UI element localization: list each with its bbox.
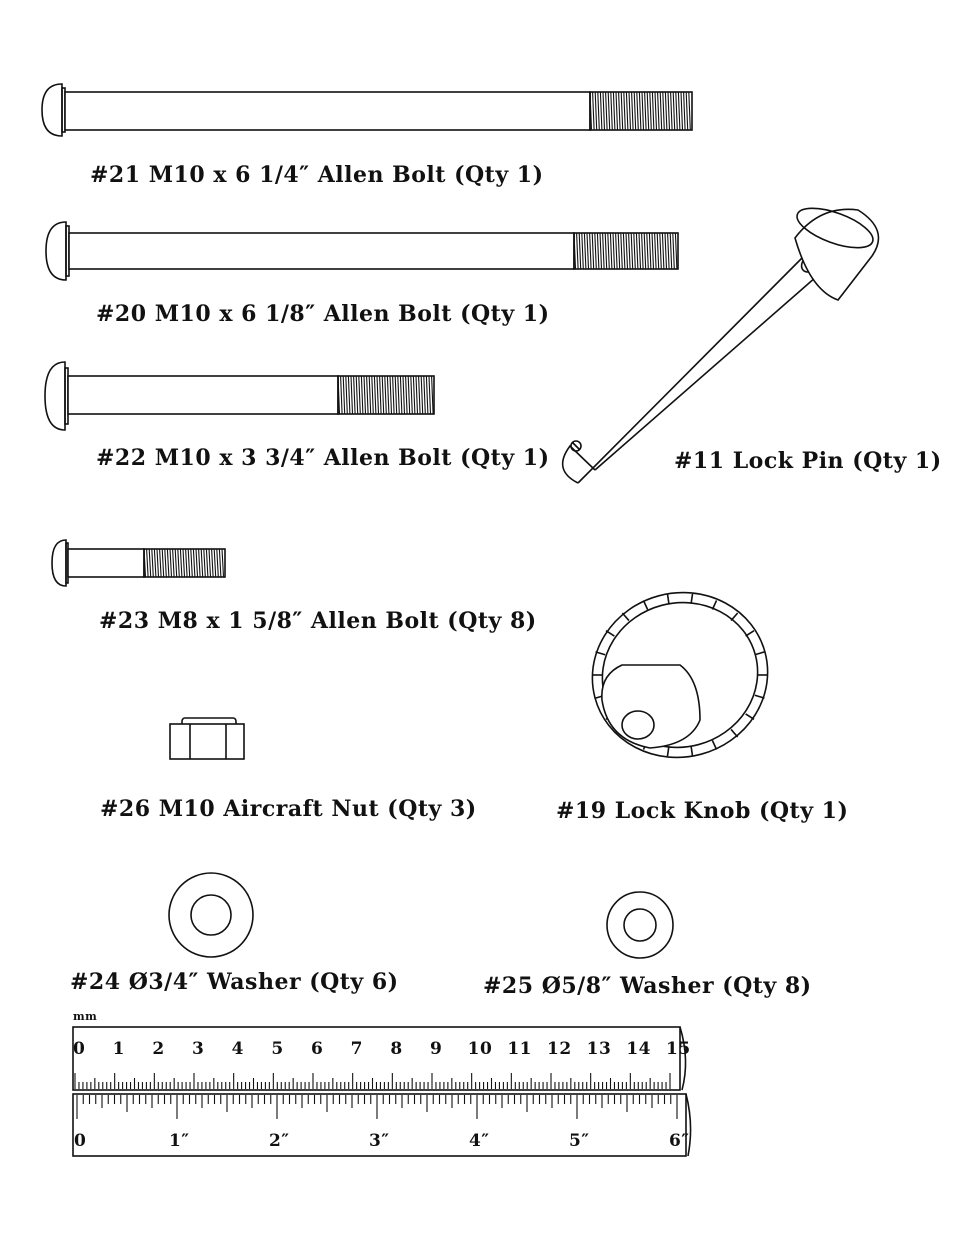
ruler-cm-label: 2 — [152, 1039, 165, 1059]
part-24-label: #24 Ø3/4″ Washer (Qty 6) — [70, 969, 399, 995]
ruler-cm-label: 8 — [390, 1039, 403, 1059]
ruler-cm-label: 1 — [112, 1039, 125, 1059]
washer-24-icon — [168, 872, 254, 958]
ruler — [72, 1026, 692, 1157]
ruler-unit-label: mm — [73, 1010, 98, 1023]
ruler-cm-label: 12 — [547, 1039, 572, 1059]
ruler-cm-label: 14 — [626, 1039, 651, 1059]
lock-knob-icon — [591, 591, 769, 759]
ruler-cm-label: 13 — [586, 1039, 612, 1059]
ruler-cm-label: 9 — [430, 1039, 443, 1059]
bolt-20-icon — [45, 221, 679, 281]
part-21-label: #21 M10 x 6 1/4″ Allen Bolt (Qty 1) — [90, 162, 544, 188]
ruler-cm-label: 6 — [311, 1039, 324, 1059]
part-22-label: #22 M10 x 3 3/4″ Allen Bolt (Qty 1) — [96, 445, 550, 471]
part-26-label: #26 M10 Aircraft Nut (Qty 3) — [100, 796, 477, 822]
washer-25-icon — [606, 891, 674, 959]
ruler-cm-label: 15 — [666, 1039, 691, 1059]
ruler-inch-label: 0 — [74, 1131, 87, 1151]
part-19-label: #19 Lock Knob (Qty 1) — [556, 798, 849, 824]
lock-pin-icon — [561, 207, 880, 484]
ruler-cm-label: 10 — [467, 1039, 493, 1059]
ruler-cm-label: 5 — [271, 1039, 284, 1059]
ruler-inch-label: 3″ — [369, 1131, 390, 1151]
ruler-inch-label: 6″ — [669, 1131, 690, 1151]
ruler-cm-label: 7 — [350, 1039, 363, 1059]
ruler-inch-label: 4″ — [469, 1131, 490, 1151]
bolt-21-icon — [41, 83, 693, 137]
ruler-cm-label: 4 — [231, 1039, 244, 1059]
bolt-23-icon — [51, 539, 226, 587]
part-25-label: #25 Ø5/8″ Washer (Qty 8) — [483, 973, 812, 999]
bolt-22-icon — [44, 361, 435, 431]
ruler-inch-label: 1″ — [169, 1131, 190, 1151]
part-11-label: #11 Lock Pin (Qty 1) — [674, 448, 942, 474]
ruler-inch-label: 2″ — [269, 1131, 290, 1151]
ruler-cm-label: 3 — [192, 1039, 205, 1059]
ruler-cm-label: 0 — [73, 1039, 86, 1059]
ruler-cm-label: 11 — [507, 1039, 532, 1059]
ruler-inch-label: 5″ — [569, 1131, 590, 1151]
part-23-label: #23 M8 x 1 5/8″ Allen Bolt (Qty 8) — [99, 608, 537, 634]
aircraft-nut-icon — [169, 717, 245, 760]
part-20-label: #20 M10 x 6 1/8″ Allen Bolt (Qty 1) — [96, 301, 550, 327]
